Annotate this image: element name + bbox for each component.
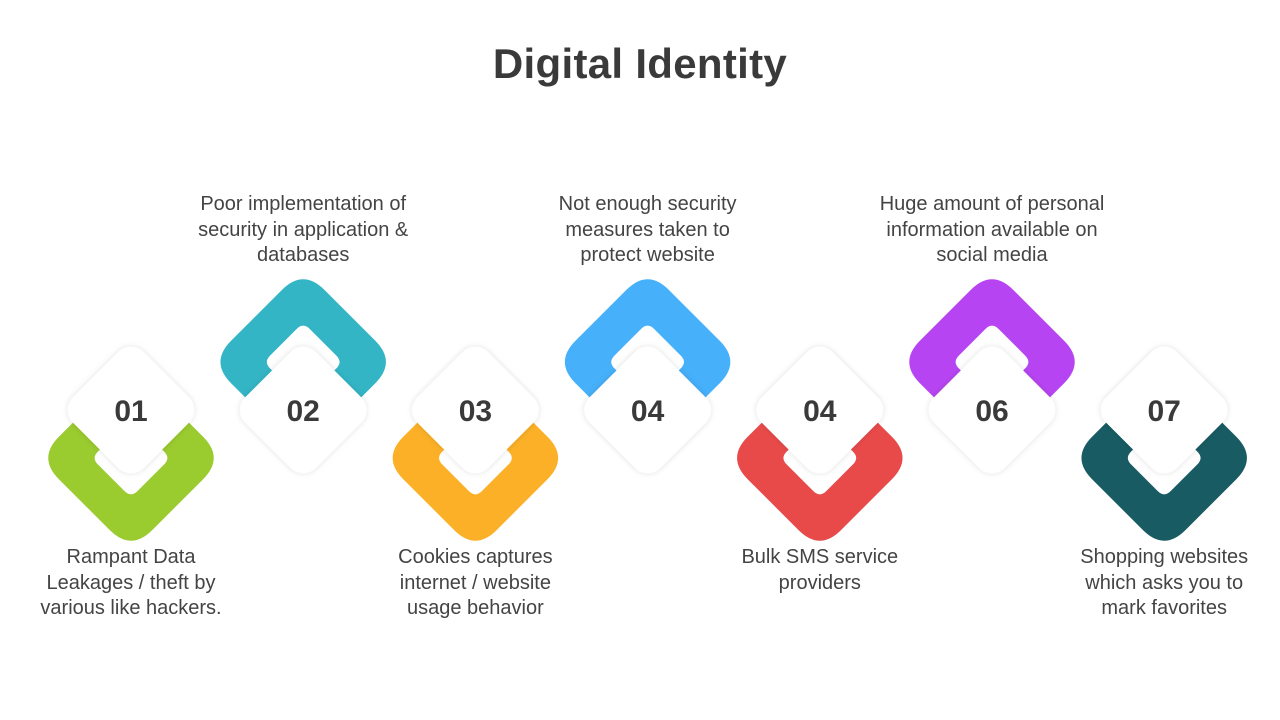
step-2-tile: 02 xyxy=(239,346,367,474)
step-7-number: 07 xyxy=(1148,395,1181,428)
step-3-number: 03 xyxy=(459,395,492,428)
step-3-description: Cookies captures internet / website usag… xyxy=(398,546,553,619)
step-1-number: 01 xyxy=(114,395,147,428)
step-5-tile: 04 xyxy=(756,346,884,474)
step-4-tile: 04 xyxy=(584,346,711,474)
step-4-number: 04 xyxy=(631,395,665,428)
step-7-tile: 07 xyxy=(1100,346,1228,474)
step-7-description: Shopping websites which asks you to mark… xyxy=(1080,546,1249,619)
step-1-description: Rampant Data Leakages / theft by various… xyxy=(40,546,222,619)
step-6-tile: 06 xyxy=(928,346,1056,474)
page-title: Digital Identity xyxy=(492,40,788,87)
step-4-description: Not enough security measures taken to pr… xyxy=(558,193,737,266)
step-3-tile: 03 xyxy=(412,346,539,474)
step-2-description: Poor implementation of security in appli… xyxy=(198,193,409,266)
step-6-description: Huge amount of personal information avai… xyxy=(879,193,1105,266)
step-2-number: 02 xyxy=(287,395,320,428)
step-1-tile: 01 xyxy=(67,346,195,474)
step-5-description: Bulk SMS service providers xyxy=(741,546,899,594)
step-6-number: 06 xyxy=(975,395,1008,428)
step-5-number: 04 xyxy=(803,395,837,428)
